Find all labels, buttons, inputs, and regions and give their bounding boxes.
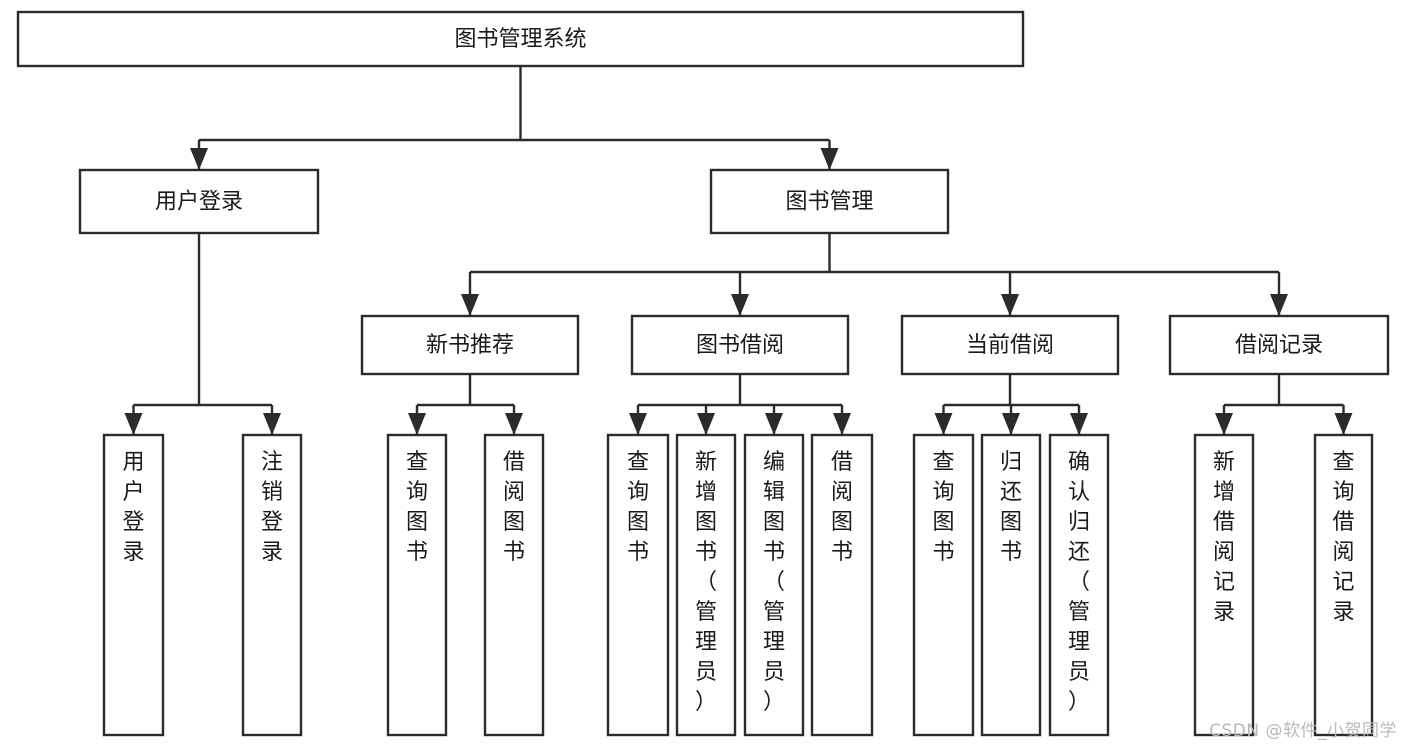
node-label-借阅图书: 借阅图书 — [503, 450, 525, 565]
node-box-用户登录[interactable] — [78, 168, 320, 235]
arrow-head-borrow-1 — [697, 413, 715, 435]
node-box-用户登录[interactable] — [102, 433, 165, 737]
node-leaf-10[interactable]: 确认归还（管理员） — [1048, 433, 1110, 737]
node-box-图书管理系统[interactable] — [16, 10, 1025, 68]
node-label-图书管理: 图书管理 — [785, 190, 873, 215]
node-box-编辑图书管理员[interactable] — [743, 433, 805, 737]
node-box-查询图书[interactable] — [912, 433, 975, 737]
node-label-借阅记录: 借阅记录 — [1235, 333, 1323, 358]
node-l3-1[interactable]: 图书借阅 — [630, 314, 850, 376]
arrow-head-current-0 — [934, 413, 953, 435]
arrow-head-login-1 — [263, 413, 281, 435]
node-l3-2[interactable]: 当前借阅 — [900, 314, 1120, 376]
arrow-head-records-0 — [1215, 413, 1233, 435]
node-leaf-12[interactable]: 查询借阅记录 — [1313, 433, 1374, 737]
node-box-图书管理[interactable] — [709, 168, 950, 235]
node-label-新增图书管理员: 新增图书（管理员） — [695, 450, 717, 715]
arrow-head-root-0 — [190, 148, 208, 170]
node-l3-3[interactable]: 借阅记录 — [1168, 314, 1390, 376]
node-box-新增图书管理员[interactable] — [675, 433, 737, 737]
node-box-查询借阅记录[interactable] — [1313, 433, 1374, 737]
node-leaf-2[interactable]: 查询图书 — [386, 433, 448, 737]
node-leaf-5[interactable]: 新增图书（管理员） — [675, 433, 737, 737]
node-leaf-6[interactable]: 编辑图书（管理员） — [743, 433, 805, 737]
arrow-head-login-0 — [124, 413, 143, 435]
node-label-图书管理系统: 图书管理系统 — [454, 27, 586, 52]
connector-layer — [124, 66, 1353, 435]
node-leaf-0[interactable]: 用户登录 — [102, 433, 165, 737]
arrow-head-bookmgmt-3 — [1270, 294, 1288, 316]
arrow-head-newbook-1 — [505, 413, 523, 435]
arrow-head-bookmgmt-1 — [731, 294, 749, 316]
node-leaf-4[interactable]: 查询图书 — [606, 433, 670, 737]
node-leaf-7[interactable]: 借阅图书 — [810, 433, 874, 737]
node-label-图书借阅: 图书借阅 — [696, 333, 784, 358]
node-box-新书推荐[interactable] — [360, 314, 580, 376]
arrow-head-borrow-2 — [765, 413, 783, 435]
node-leaf-3[interactable]: 借阅图书 — [483, 433, 545, 737]
arrow-head-newbook-0 — [408, 413, 426, 435]
node-box-确认归还管理员[interactable] — [1048, 433, 1110, 737]
node-label-当前借阅: 当前借阅 — [966, 333, 1054, 358]
node-l3-0[interactable]: 新书推荐 — [360, 314, 580, 376]
node-layer: 图书管理系统用户登录图书管理新书推荐图书借阅当前借阅借阅记录用户登录注销登录查询… — [16, 10, 1390, 737]
node-l2-0[interactable]: 用户登录 — [78, 168, 320, 235]
node-label-新书推荐: 新书推荐 — [426, 333, 514, 358]
node-label-归还图书: 归还图书 — [1000, 450, 1022, 565]
node-l2-1[interactable]: 图书管理 — [709, 168, 950, 235]
arrow-head-records-1 — [1334, 413, 1353, 435]
node-label-用户登录: 用户登录 — [155, 190, 243, 215]
arrow-head-borrow-0 — [629, 413, 647, 435]
node-box-注销登录[interactable] — [241, 433, 303, 737]
node-label-注销登录: 注销登录 — [261, 450, 283, 565]
arrow-head-bookmgmt-0 — [461, 294, 479, 316]
node-box-借阅图书[interactable] — [483, 433, 545, 737]
node-label-用户登录: 用户登录 — [122, 450, 144, 565]
arrow-head-bookmgmt-2 — [1001, 294, 1019, 316]
node-leaf-8[interactable]: 查询图书 — [912, 433, 975, 737]
node-box-借阅记录[interactable] — [1168, 314, 1390, 376]
node-leaf-1[interactable]: 注销登录 — [241, 433, 303, 737]
node-box-归还图书[interactable] — [980, 433, 1042, 737]
node-root-0[interactable]: 图书管理系统 — [16, 10, 1025, 68]
node-label-借阅图书: 借阅图书 — [831, 450, 853, 565]
node-box-图书借阅[interactable] — [630, 314, 850, 376]
node-label-查询图书: 查询图书 — [406, 450, 428, 565]
arrow-head-root-1 — [820, 148, 839, 170]
node-box-当前借阅[interactable] — [900, 314, 1120, 376]
arrow-head-current-2 — [1070, 413, 1088, 435]
arrow-head-current-1 — [1002, 413, 1020, 435]
node-label-查询图书: 查询图书 — [627, 450, 649, 565]
arrow-head-borrow-3 — [833, 413, 851, 435]
node-leaf-9[interactable]: 归还图书 — [980, 433, 1042, 737]
node-label-查询借阅记录: 查询借阅记录 — [1332, 450, 1354, 625]
node-box-查询图书[interactable] — [606, 433, 670, 737]
node-label-查询图书: 查询图书 — [932, 450, 954, 565]
node-label-确认归还管理员: 确认归还（管理员） — [1068, 450, 1090, 715]
node-leaf-11[interactable]: 新增借阅记录 — [1193, 433, 1255, 737]
node-box-借阅图书[interactable] — [810, 433, 874, 737]
node-label-新增借阅记录: 新增借阅记录 — [1213, 450, 1235, 625]
node-label-编辑图书管理员: 编辑图书（管理员） — [763, 450, 785, 715]
node-box-查询图书[interactable] — [386, 433, 448, 737]
node-box-新增借阅记录[interactable] — [1193, 433, 1255, 737]
